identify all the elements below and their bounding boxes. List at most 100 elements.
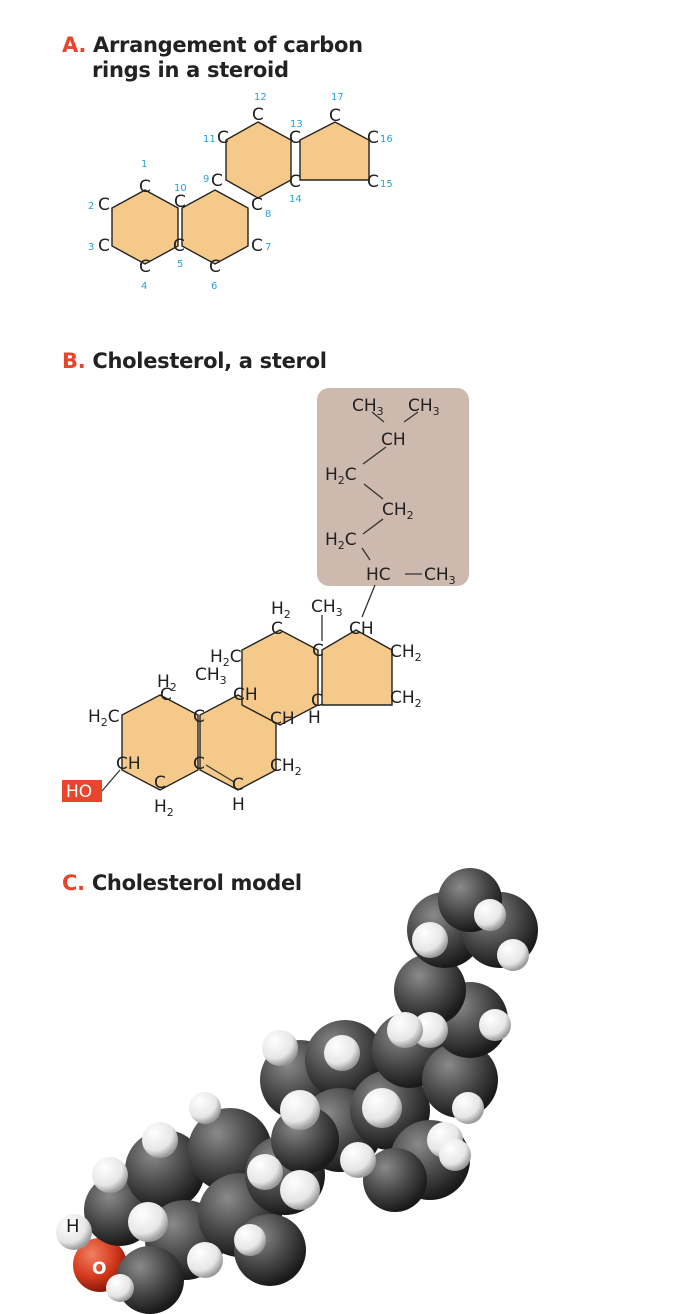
carbon-14: C	[289, 172, 301, 192]
label-c-4: C	[154, 773, 166, 793]
label-c-1: C	[160, 685, 172, 705]
carbon-11-number: 11	[203, 134, 216, 145]
hydrogen-atom	[280, 1090, 320, 1130]
label-c-13: C	[312, 641, 324, 661]
label-ch-top: CH	[381, 430, 406, 450]
hydrogen-atom	[92, 1157, 128, 1193]
carbon-4: C	[139, 257, 151, 277]
hydrogen-atom	[479, 1009, 511, 1041]
hydrogen-atom	[387, 1012, 423, 1048]
hydrogen-atom	[324, 1035, 360, 1071]
ring-b	[181, 189, 249, 265]
model-hydrogen-label: H	[66, 1216, 80, 1237]
carbon-8-number: 8	[265, 209, 271, 220]
label-ch3-18: CH3	[311, 597, 343, 619]
hydroxyl-bond	[101, 769, 121, 792]
cholesterol-structure: CH3 CH3 CH H2C CH2 H2C HC CH3 H2 C CH3 C…	[62, 388, 469, 819]
label-c-6: C	[232, 775, 244, 795]
double-bond-c5-c6	[205, 764, 235, 783]
label-ch2-16: CH2	[390, 642, 422, 664]
label-h2c-11: H2C	[210, 647, 242, 669]
section-b-heading: B. Cholesterol, a sterol	[62, 349, 327, 374]
label-h2c-1: H2C	[325, 465, 357, 487]
label-ch-3: CH	[116, 754, 141, 774]
label-ch3-b: CH3	[408, 396, 440, 418]
model-atoms	[56, 868, 538, 1314]
chol-ring-d	[321, 629, 393, 706]
carbon-1-number: 1	[141, 159, 147, 170]
carbon-14-number: 14	[289, 194, 302, 205]
hydrogen-atom	[412, 1012, 448, 1048]
section-a-title-line1: Arrangement of carbon	[93, 33, 363, 57]
hydrogen-atom	[474, 899, 506, 931]
label-ch-8: CH	[270, 709, 295, 729]
label-h2-12: H2	[271, 599, 291, 621]
ring-c	[225, 121, 292, 199]
label-ch2-chain: CH2	[382, 500, 414, 522]
label-ch3-branch: CH3	[424, 565, 456, 587]
section-c-title: Cholesterol model	[91, 871, 302, 895]
carbon-15: C	[367, 172, 379, 192]
hydrogen-atom	[452, 1092, 484, 1124]
carbon-8: C	[251, 195, 263, 215]
hydrogen-atom	[106, 1274, 134, 1302]
carbon-labels: C 1 C 2 C 3 C 4 C 5 C 6 C 7 C 8 C 9 C 10…	[88, 92, 393, 292]
carbon-16: C	[367, 128, 379, 148]
steroid-ring-diagram: C 1 C 2 C 3 C 4 C 5 C 6 C 7 C 8 C 9 C 10…	[88, 92, 393, 292]
chol-ring-c	[241, 629, 319, 726]
hydrogen-atom	[340, 1142, 376, 1178]
label-h2-4: H2	[154, 797, 174, 819]
hydrogen-atom	[189, 1092, 221, 1124]
carbon-11: C	[217, 128, 229, 148]
hydrogen-atom	[187, 1242, 223, 1278]
section-c-heading: C. Cholesterol model	[62, 871, 302, 896]
label-h-14: H	[308, 708, 321, 728]
section-b-letter: B.	[62, 349, 86, 373]
carbon-16-number: 16	[380, 134, 393, 145]
section-a-heading: A. Arrangement of carbon rings in a ster…	[62, 33, 363, 83]
carbon-2-number: 2	[88, 201, 94, 212]
side-chain-labels: CH3 CH3 CH H2C CH2 H2C HC CH3	[325, 396, 456, 587]
section-a-letter: A.	[62, 33, 87, 57]
label-ch2-15: CH2	[390, 688, 422, 710]
label-ch3-a: CH3	[352, 396, 384, 418]
label-ch-9: CH	[233, 685, 258, 705]
hydrogen-atom	[362, 1088, 402, 1128]
hydrogen-atom	[128, 1202, 168, 1242]
hydroxyl-label: HO	[66, 782, 92, 802]
carbon-13: C	[289, 128, 301, 148]
carbon-atom	[394, 954, 466, 1026]
carbon-10-number: 10	[174, 183, 187, 194]
hydroxyl-badge	[62, 780, 102, 802]
hydrogen-atom	[247, 1154, 283, 1190]
label-hc-branch: HC	[366, 565, 391, 585]
hydrogen-atom	[142, 1122, 178, 1158]
carbon-4-number: 4	[141, 281, 147, 292]
hydrogen-atom	[56, 1214, 92, 1250]
carbon-7-number: 7	[265, 242, 271, 253]
carbon-9: C	[211, 171, 223, 191]
carbon-7: C	[251, 236, 263, 256]
section-b-title: Cholesterol, a sterol	[92, 349, 327, 373]
carbon-6: C	[209, 257, 221, 277]
carbon-2: C	[98, 195, 110, 215]
hydrogen-atom	[497, 939, 529, 971]
carbon-15-number: 15	[380, 179, 393, 190]
hydrogen-atom	[262, 1030, 298, 1066]
label-h2-1: H2	[157, 672, 177, 694]
side-chain-bonds	[321, 411, 422, 641]
carbon-atom	[116, 1246, 184, 1314]
hydrogen-atom	[280, 1170, 320, 1210]
label-h-6: H	[232, 795, 245, 815]
label-ch-17: CH	[349, 619, 374, 639]
section-c-letter: C.	[62, 871, 85, 895]
label-h2c-2: H2C	[325, 530, 357, 552]
carbon-atom	[363, 1148, 427, 1212]
carbon-5: C	[173, 236, 185, 256]
label-h2c-2ring: H2C	[88, 707, 120, 729]
label-ch2-7: CH2	[270, 756, 302, 778]
carbon-3-number: 3	[88, 242, 94, 253]
carbon-1: C	[139, 177, 151, 197]
chol-ring-a	[121, 694, 199, 791]
